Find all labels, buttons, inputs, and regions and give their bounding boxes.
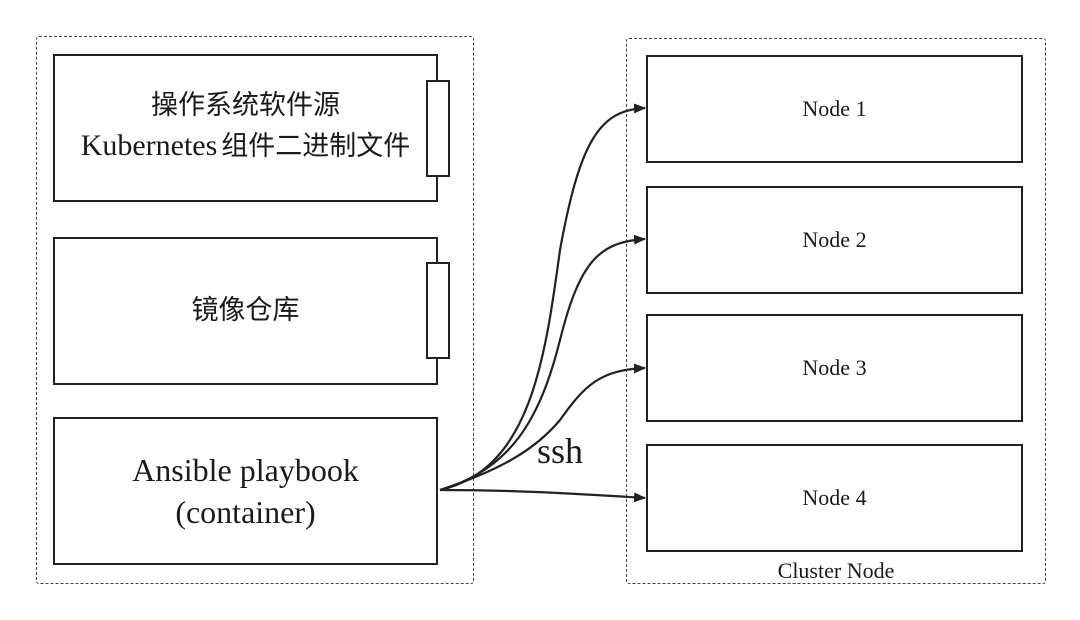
sources-label-binaries: 组件二进制文件 (221, 130, 411, 162)
sources-label-line1: 操作系统软件源 (151, 89, 340, 121)
sources-label-kubernetes: Kubernetes (80, 128, 218, 162)
node-box-1: Node 1 (646, 55, 1023, 163)
cluster-node-label: Cluster Node (777, 558, 895, 583)
sources-label-line2: Kubernetes 组件二进制文件 (81, 126, 411, 171)
registry-port-tab (426, 262, 450, 359)
node-box-2: Node 2 (646, 186, 1023, 294)
package-sources-box: 操作系统软件源 Kubernetes 组件二进制文件 (53, 54, 438, 202)
ansible-playbook-box: Ansible playbook (container) (53, 417, 438, 565)
image-registry-box: 镜像仓库 (53, 237, 438, 385)
ansible-label-line2: (container) (175, 494, 316, 530)
registry-label: 镜像仓库 (191, 295, 300, 326)
sources-port-tab (426, 80, 450, 177)
node-box-3: Node 3 (646, 314, 1023, 422)
ssh-label: ssh (537, 431, 584, 471)
ansible-label-line1: Ansible playbook (132, 452, 359, 488)
node-box-4: Node 4 (646, 444, 1023, 552)
